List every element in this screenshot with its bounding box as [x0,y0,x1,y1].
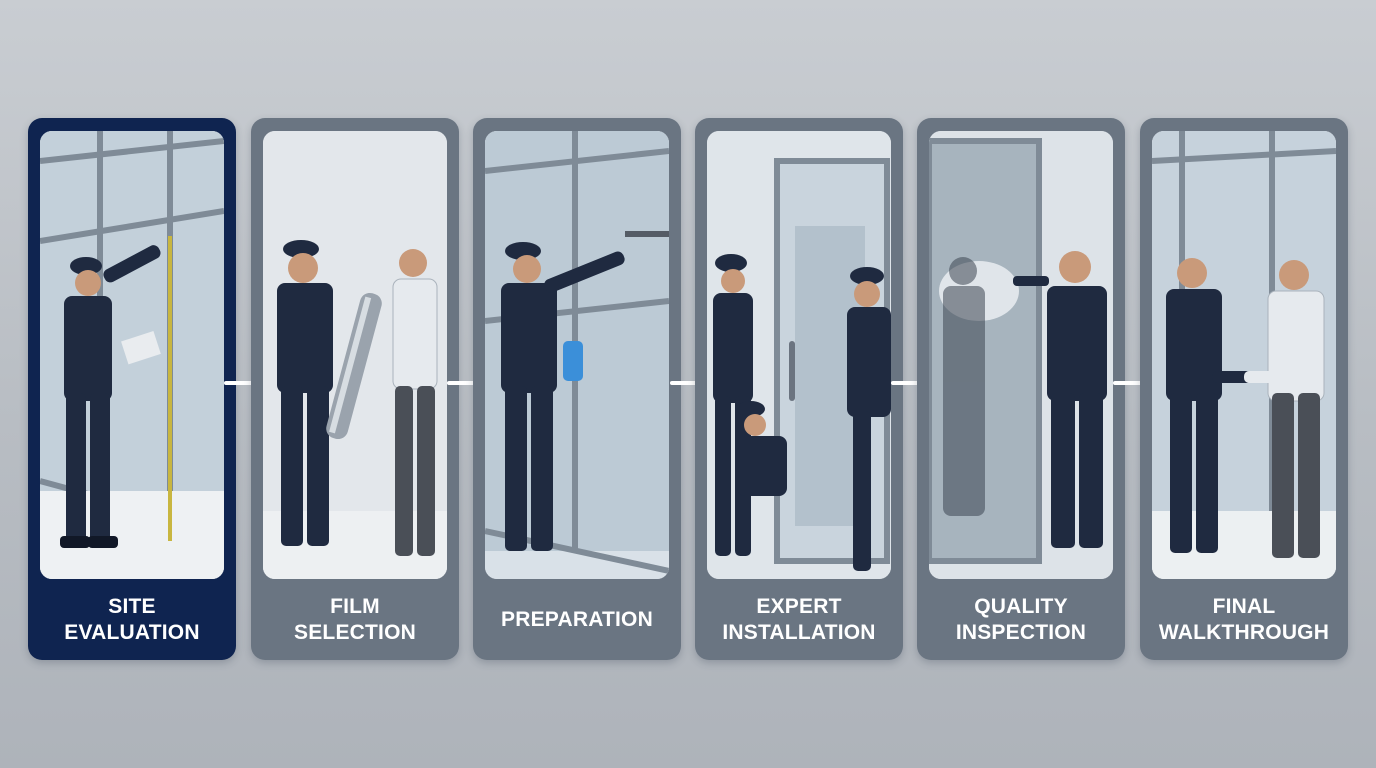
step-card-site-evaluation: SITE EVALUATION [28,118,236,660]
step-card-final-walkthrough: FINAL WALKTHROUGH [1140,118,1348,660]
step-label-line1: EXPERT [756,594,842,618]
quality-inspection-scene [929,131,1113,579]
final-walkthrough-illustration [1152,131,1336,579]
expert-installation-scene [707,131,891,579]
preparation-scene [485,131,669,579]
step-label-line1: QUALITY [974,594,1068,618]
film-selection-illustration [263,131,447,579]
step-label-line1: FILM [330,594,380,618]
step-label-line2: SELECTION [294,620,416,644]
step-card-expert-installation: EXPERT INSTALLATION [695,118,903,660]
step-card-film-selection: FILM SELECTION [251,118,459,660]
step-label-final-walkthrough: FINAL WALKTHROUGH [1140,579,1348,660]
quality-inspection-illustration [929,131,1113,579]
step-label-quality-inspection: QUALITY INSPECTION [917,579,1125,660]
step-label-line1: PREPARATION [501,607,653,631]
step-label-site-evaluation: SITE EVALUATION [28,579,236,660]
step-card-preparation: PREPARATION [473,118,681,660]
final-walkthrough-scene [1152,131,1336,579]
preparation-illustration [485,131,669,579]
step-label-line2: EVALUATION [64,620,200,644]
step-label-line1: FINAL [1212,594,1276,618]
step-label-preparation: PREPARATION [473,579,681,660]
step-label-line1: SITE [108,594,156,618]
step-label-expert-installation: EXPERT INSTALLATION [695,579,903,660]
expert-installation-illustration [707,131,891,579]
step-label-line2: WALKTHROUGH [1158,620,1330,644]
step-label-line2: INSTALLATION [722,620,876,644]
site-evaluation-illustration [40,131,224,579]
step-label-film-selection: FILM SELECTION [251,579,459,660]
step-card-quality-inspection: QUALITY INSPECTION [917,118,1125,660]
step-label-line2: INSPECTION [955,620,1087,644]
site-evaluation-scene [40,131,224,579]
film-selection-scene [263,131,447,579]
